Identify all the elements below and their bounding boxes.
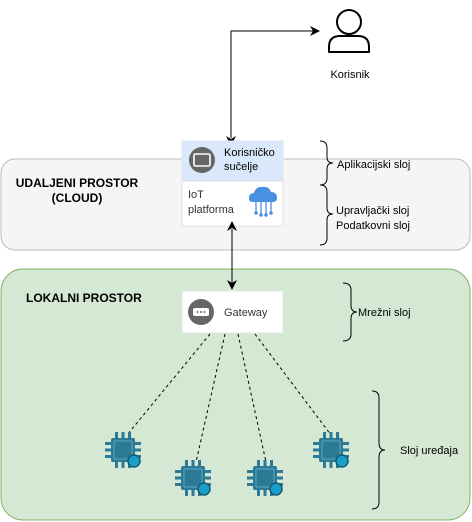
device-link-1 (126, 333, 211, 436)
user-label: Korisnik (330, 69, 370, 81)
device-link-3 (237, 333, 267, 463)
brace-network (342, 282, 358, 342)
iot-platform-box: IoT platforma (181, 180, 284, 227)
device-links (126, 333, 332, 463)
gateway-box: Gateway (181, 290, 284, 334)
layer-control-label: Upravljački sloj (336, 205, 409, 217)
layer-application-label: Aplikacijski sloj (337, 159, 410, 171)
layer-network-label: Mrežni sloj (358, 307, 411, 319)
layer-braces (319, 140, 386, 510)
cloud-title-line2: (CLOUD) (52, 191, 103, 205)
layer-device-label: Sloj uređaja (400, 445, 459, 457)
brace-device (371, 390, 386, 510)
user-icon (328, 9, 370, 53)
device-link-2 (195, 333, 226, 463)
brace-application (319, 140, 334, 186)
gateway-icon (188, 299, 214, 325)
iot-box-line2: platforma (188, 204, 235, 216)
ui-box-line2: sučelje (224, 161, 258, 173)
cloud-network-icon (249, 186, 277, 217)
monitor-icon (189, 147, 215, 173)
ui-box-line1: Korisničko (224, 147, 275, 159)
brace-control-data (319, 184, 334, 246)
ui-box: Korisničko sučelje (181, 140, 284, 182)
local-title: LOKALNI PROSTOR (26, 291, 142, 305)
gateway-label: Gateway (224, 307, 268, 319)
cloud-title-line1: UDALJENI PROSTOR (16, 176, 139, 190)
layer-data-label: Podatkovni sloj (336, 220, 410, 232)
iot-box-line1: IoT (188, 189, 204, 201)
user-ui-connector (226, 26, 320, 146)
